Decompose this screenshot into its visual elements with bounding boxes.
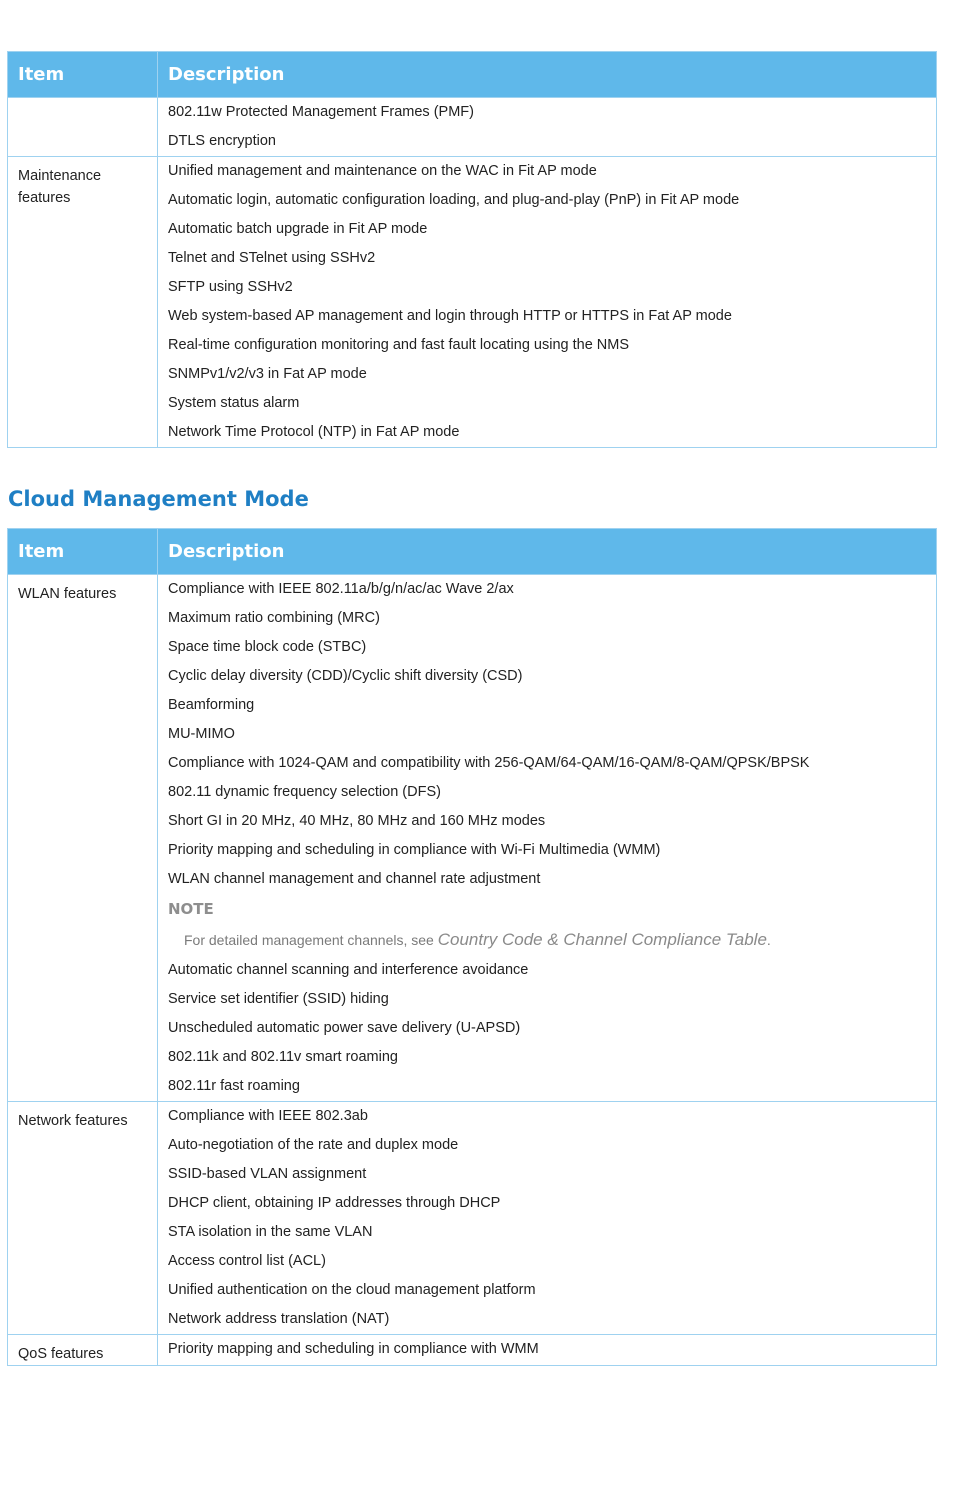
feature-line: Priority mapping and scheduling in compl… (168, 842, 661, 858)
note-text: For detailed management channels, see (184, 932, 438, 948)
feature-line: Automatic batch upgrade in Fit AP mode (168, 221, 428, 237)
column-header-description: Description (157, 51, 937, 98)
column-header-description: Description (157, 528, 937, 575)
table-row: QoS features Priority mapping and schedu… (7, 1334, 937, 1366)
feature-line: DHCP client, obtaining IP addresses thro… (168, 1195, 501, 1211)
feature-line: Service set identifier (SSID) hiding (168, 991, 389, 1007)
feature-line: Priority mapping and scheduling in compl… (168, 1341, 539, 1357)
description-cell: Compliance with IEEE 802.11a/b/g/n/ac/ac… (157, 574, 937, 1102)
feature-line: Compliance with IEEE 802.3ab (168, 1108, 368, 1124)
feature-line: Access control list (ACL) (168, 1253, 326, 1269)
table-row: WLAN features Compliance with IEEE 802.1… (7, 574, 937, 1102)
feature-line: Network address translation (NAT) (168, 1311, 390, 1327)
feature-line: Automatic login, automatic configuration… (168, 192, 740, 208)
feature-line: SNMPv1/v2/v3 in Fat AP mode (168, 366, 367, 382)
item-cell: QoS features (7, 1334, 158, 1366)
feature-list: Compliance with IEEE 802.11a/b/g/n/ac/ac… (168, 575, 926, 894)
feature-line: Telnet and STelnet using SSHv2 (168, 250, 376, 266)
feature-list: Automatic channel scanning and interfere… (168, 956, 926, 1101)
feature-line: SSID-based VLAN assignment (168, 1166, 367, 1182)
feature-line: 802.11w Protected Management Frames (PMF… (168, 104, 474, 120)
feature-line: Real-time configuration monitoring and f… (168, 337, 630, 353)
feature-line: WLAN channel management and channel rate… (168, 871, 541, 887)
item-cell: Network features (7, 1101, 158, 1335)
feature-list: Priority mapping and scheduling in compl… (168, 1335, 926, 1364)
table-row: Network features Compliance with IEEE 80… (7, 1101, 937, 1335)
feature-line: 802.11k and 802.11v smart roaming (168, 1049, 398, 1065)
feature-line: Maximum ratio combining (MRC) (168, 610, 380, 626)
feature-list: Unified management and maintenance on th… (168, 157, 926, 447)
feature-line: Unified authentication on the cloud mana… (168, 1282, 536, 1298)
feature-line: Space time block code (STBC) (168, 639, 367, 655)
feature-line: Automatic channel scanning and interfere… (168, 962, 529, 978)
description-cell: 802.11w Protected Management Frames (PMF… (157, 97, 937, 157)
feature-line: Auto-negotiation of the rate and duplex … (168, 1137, 459, 1153)
feature-line: MU-MIMO (168, 726, 235, 742)
column-header-item: Item (7, 528, 158, 575)
feature-line: STA isolation in the same VLAN (168, 1224, 373, 1240)
feature-line: 802.11 dynamic frequency selection (DFS) (168, 784, 441, 800)
item-cell (7, 97, 158, 157)
column-header-item: Item (7, 51, 158, 98)
feature-list: 802.11w Protected Management Frames (PMF… (168, 98, 926, 156)
feature-line: Short GI in 20 MHz, 40 MHz, 80 MHz and 1… (168, 813, 546, 829)
feature-line: Beamforming (168, 697, 255, 713)
spec-table-cloud: Item Description WLAN features Complianc… (7, 528, 937, 1366)
feature-line: Cyclic delay diversity (CDD)/Cyclic shif… (168, 668, 523, 684)
table-header-row: Item Description (7, 51, 937, 98)
feature-line: Unified management and maintenance on th… (168, 163, 597, 179)
note-body: For detailed management channels, see Co… (168, 924, 926, 956)
feature-line: System status alarm (168, 395, 300, 411)
note-reference-link[interactable]: Country Code & Channel Compliance Table (437, 930, 767, 949)
feature-line: Compliance with IEEE 802.11a/b/g/n/ac/ac… (168, 581, 514, 597)
item-cell: WLAN features (7, 574, 158, 1102)
table-row: 802.11w Protected Management Frames (PMF… (7, 97, 937, 157)
description-cell: Unified management and maintenance on th… (157, 156, 937, 448)
table-row: Maintenance features Unified management … (7, 156, 937, 448)
description-cell: Priority mapping and scheduling in compl… (157, 1334, 937, 1366)
feature-line: DTLS encryption (168, 133, 276, 149)
feature-line: Compliance with 1024-QAM and compatibili… (168, 755, 810, 771)
section-title: Cloud Management Mode (8, 487, 309, 511)
note-suffix: . (766, 932, 771, 948)
feature-line: SFTP using SSHv2 (168, 279, 293, 295)
note-title: NOTE (168, 900, 214, 918)
feature-line: 802.11r fast roaming (168, 1078, 300, 1094)
table-header-row: Item Description (7, 528, 937, 575)
feature-line: Network Time Protocol (NTP) in Fat AP mo… (168, 424, 460, 440)
feature-line: Web system-based AP management and login… (168, 308, 732, 324)
item-cell: Maintenance features (7, 156, 158, 448)
spec-table-fit-fat: Item Description 802.11w Protected Manag… (7, 51, 937, 448)
feature-line: Unscheduled automatic power save deliver… (168, 1020, 521, 1036)
